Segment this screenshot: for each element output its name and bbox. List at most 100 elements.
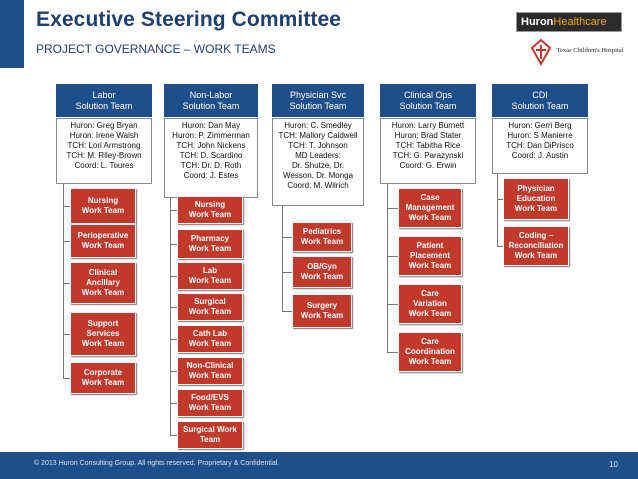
- work-team-label: Work Team: [81, 288, 125, 297]
- member-line: TCH: Tabitha Rice: [395, 141, 461, 150]
- work-team-label: Work Team: [81, 339, 125, 348]
- connector-line: [170, 198, 171, 435]
- work-team-label: Work Team: [514, 251, 558, 260]
- title-bar: Executive Steering Committee PROJECT GOV…: [0, 0, 638, 68]
- work-team-label: Reconciliation: [508, 241, 564, 250]
- header-line: Labor: [92, 89, 116, 100]
- work-team-label: Corporate: [83, 368, 123, 377]
- work-team-label: Work Team: [188, 244, 232, 253]
- connector-branch: [170, 435, 177, 436]
- connector-branch: [63, 334, 70, 335]
- work-team-label: Case: [420, 193, 440, 202]
- work-team-label: Work Team: [188, 403, 232, 412]
- connector-branch: [387, 208, 398, 209]
- work-team-label: Care: [421, 337, 439, 346]
- member-line: Huron: P. Zimmerman: [172, 131, 250, 140]
- page-title: Executive Steering Committee: [36, 8, 342, 31]
- connector-branch: [387, 256, 398, 257]
- work-team-label: Variation: [413, 299, 447, 308]
- work-team-label: Work Team: [514, 204, 558, 213]
- member-line: TCH: T. Johnson: [288, 141, 348, 150]
- member-line: TCH: M. Riley-Brown: [66, 151, 142, 160]
- huron-healthcare-logo: HuronHealthcare: [516, 12, 622, 32]
- page-number: 10: [609, 460, 618, 469]
- connector-line: [497, 174, 498, 246]
- logo-healthcare-word: Healthcare: [553, 16, 607, 28]
- page-subtitle: PROJECT GOVERNANCE – WORK TEAMS: [36, 42, 276, 56]
- tch-logo-text: Texas Children's Hospital: [556, 47, 624, 54]
- connector-branch: [497, 246, 503, 247]
- member-line: Huron: Gerri Berg: [508, 121, 572, 130]
- connector-line: [282, 206, 283, 311]
- work-team-label: OB/Gyn: [307, 262, 337, 271]
- header-line: Non-Labor: [189, 89, 233, 100]
- work-team-label: Work Team: [81, 206, 125, 215]
- member-line: Huron: Larry Burnett: [391, 121, 465, 130]
- header-line: Solution Team: [289, 100, 347, 111]
- header-line: Solution Team: [511, 100, 569, 111]
- work-team-label: Care: [421, 289, 439, 298]
- work-team-label: Work Team: [408, 309, 452, 318]
- member-line: TCH: John Nickens: [176, 141, 246, 150]
- work-team-label: Management: [405, 203, 455, 212]
- connector-branch: [63, 378, 70, 379]
- work-team-label: Physician: [517, 184, 555, 193]
- work-team-label: Nursing: [194, 200, 226, 209]
- work-team-label: Food/EVS: [191, 393, 229, 402]
- work-team-label: Work Team: [188, 307, 232, 316]
- connector-branch: [282, 237, 292, 238]
- member-line: Huron: Irene Walsh: [69, 131, 139, 140]
- connector-line: [63, 184, 64, 378]
- member-line: Dr. Shutze, Dr.: [291, 161, 345, 170]
- work-team-label: Work Team: [81, 378, 125, 387]
- member-line: Coord: J. Austin: [511, 151, 569, 160]
- work-team-label: Work Team: [300, 272, 344, 281]
- connector-branch: [170, 403, 177, 404]
- work-team-label: Perioperative: [77, 231, 129, 240]
- connector-branch: [170, 276, 177, 277]
- work-team-label: Team: [199, 435, 221, 444]
- work-team-label: Work Team: [188, 371, 232, 380]
- connector-branch: [63, 283, 70, 284]
- member-line: TCH: Dan DiPrisco: [506, 141, 574, 150]
- work-team-label: Work Team: [408, 261, 452, 270]
- member-line: TCH: Mallory Caldwell: [278, 131, 358, 140]
- work-team-label: Work Team: [408, 213, 452, 222]
- footer-copyright: © 2013 Huron Consulting Group. All right…: [34, 460, 280, 467]
- texas-childrens-logo: Texas Children's Hospital: [530, 36, 630, 76]
- work-team-label: Surgical Work: [183, 425, 237, 434]
- work-team-label: Placement: [409, 251, 451, 260]
- work-team-label: Work Team: [81, 241, 125, 250]
- header-line: Solution Team: [75, 100, 133, 111]
- work-team-label: Nursing: [87, 196, 119, 205]
- member-line: MD Leaders:: [295, 151, 341, 160]
